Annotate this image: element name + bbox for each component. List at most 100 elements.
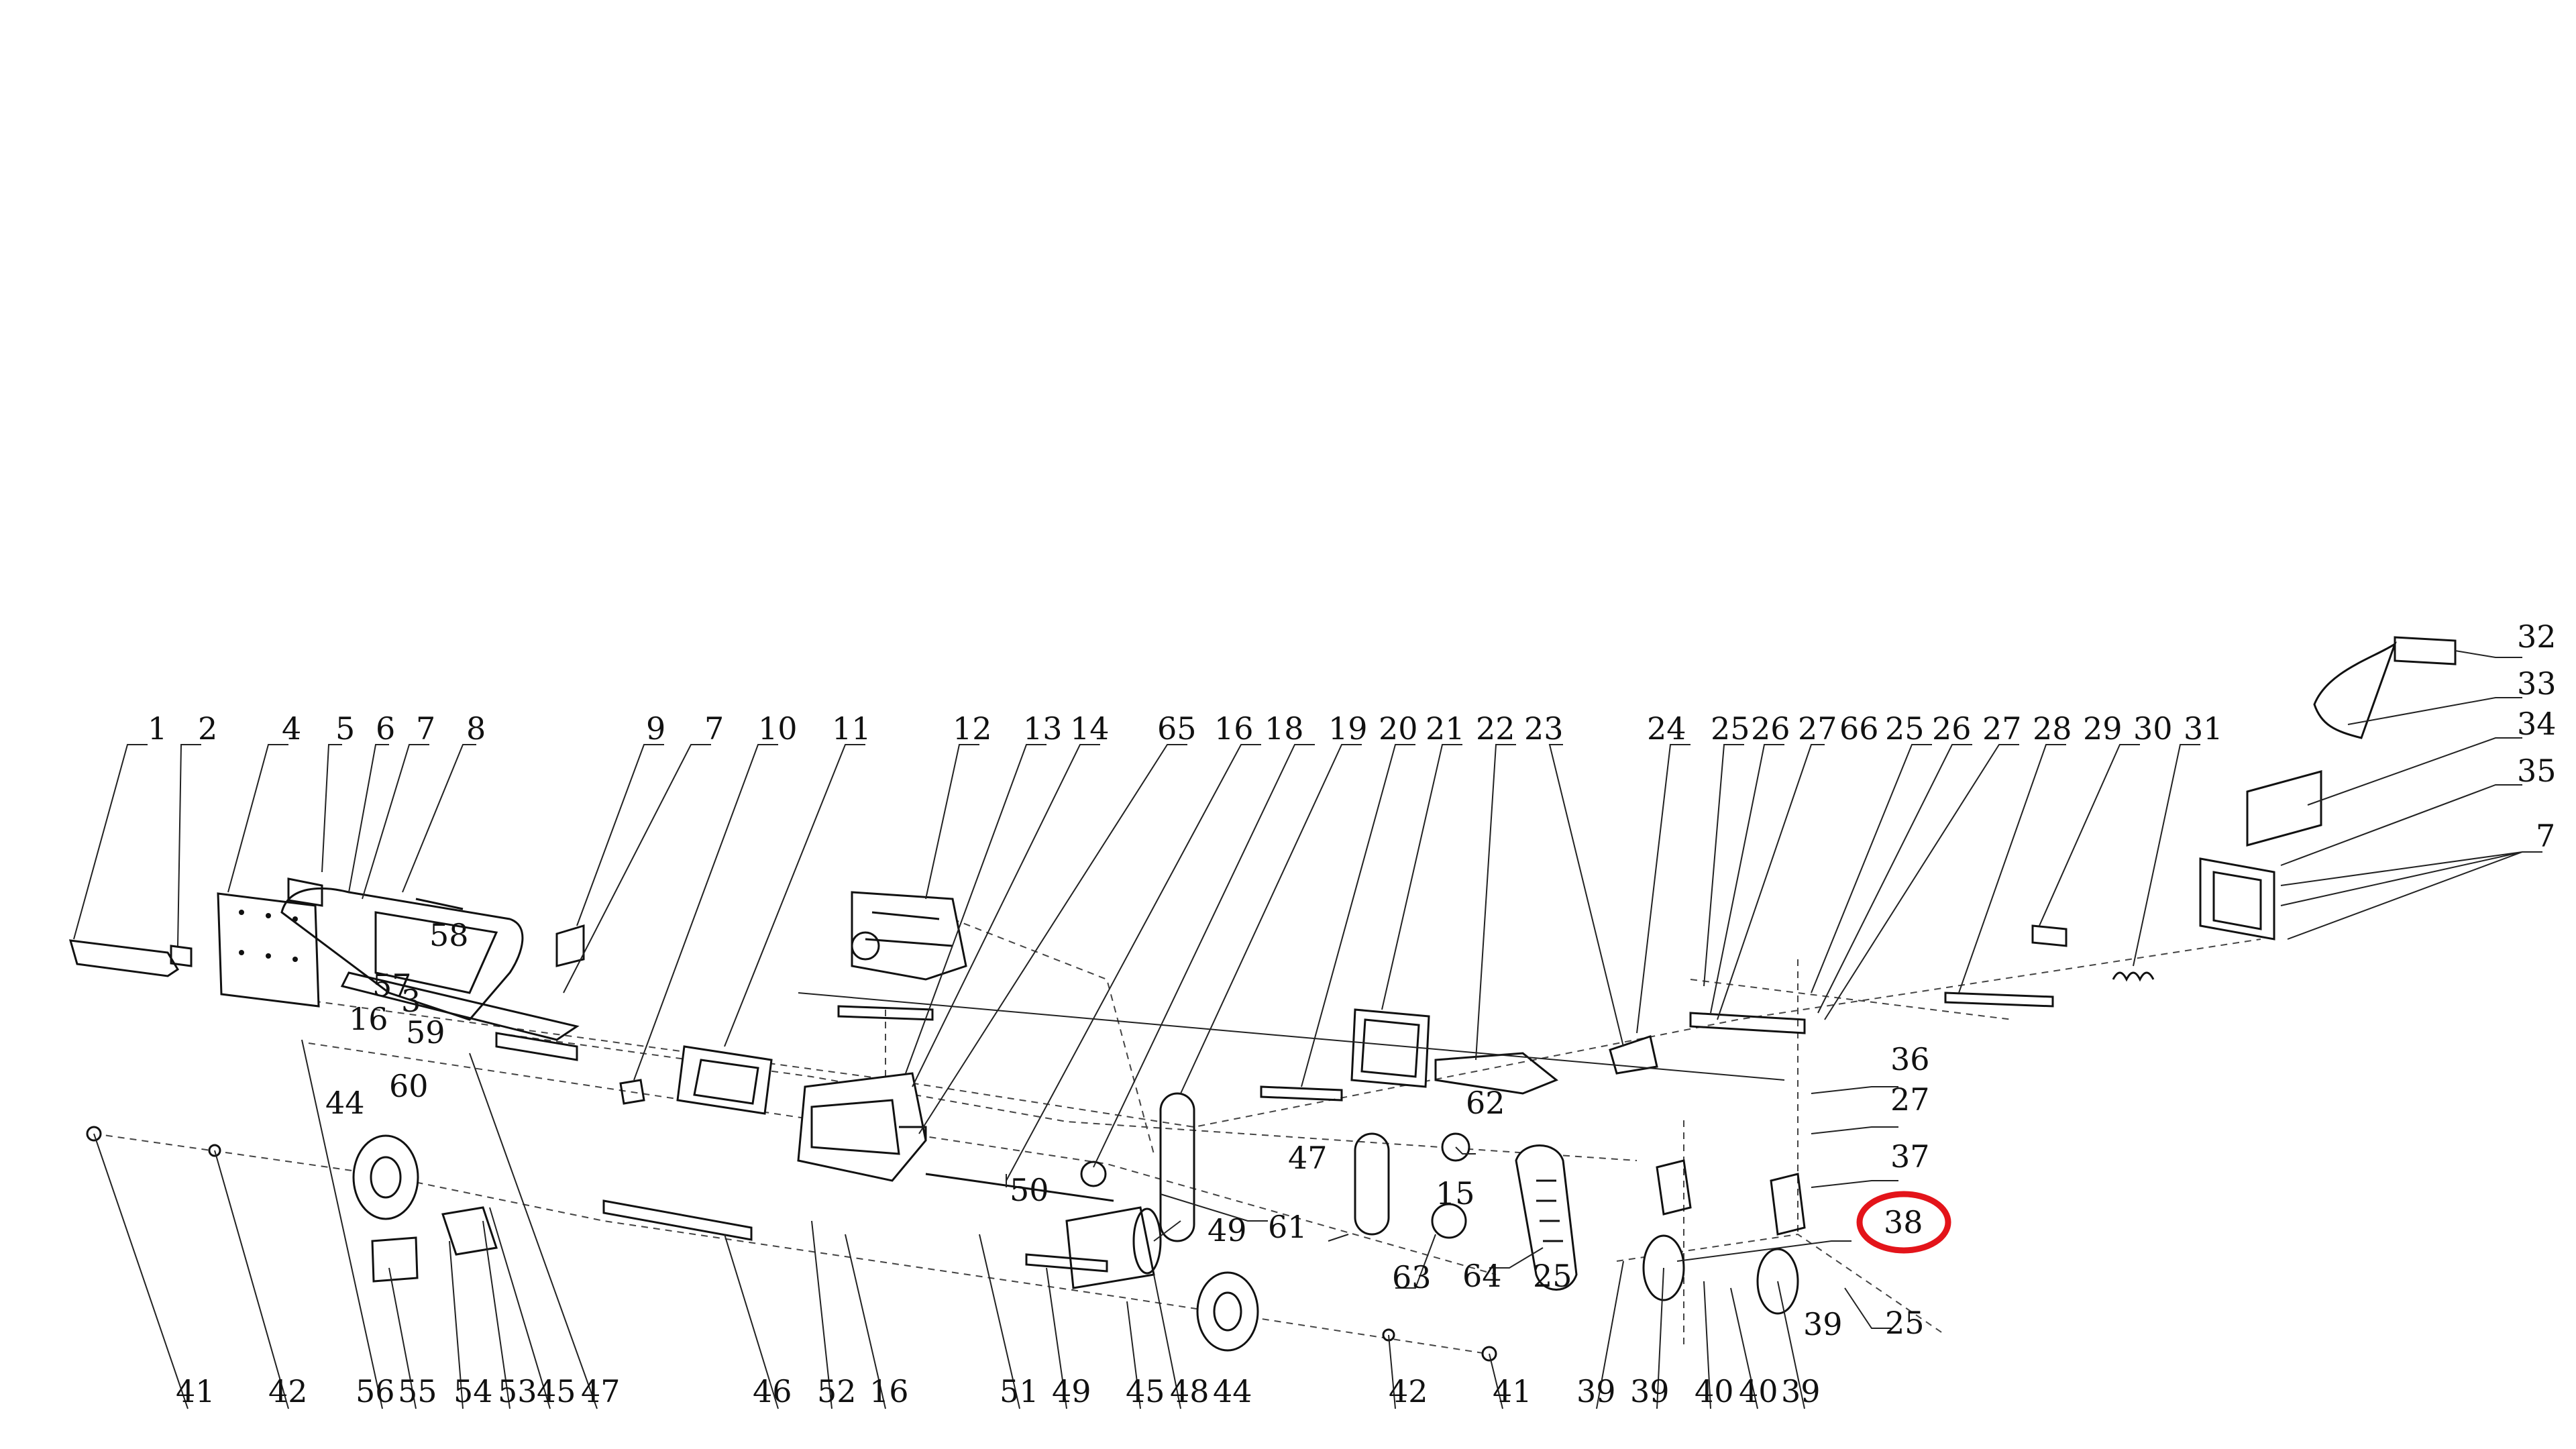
callout-28: 28 [2033,710,2072,747]
callout-18: 18 [1265,710,1304,747]
callout-16c: 16 [869,1373,909,1409]
part-4-guard-plate [217,892,320,1008]
leader-lines [73,650,2542,1409]
callout-36: 36 [1890,1041,1930,1077]
callout-46: 46 [753,1373,792,1409]
part-55-box [371,1236,419,1283]
callout-33: 33 [2517,665,2557,702]
callout-44a: 44 [325,1085,365,1121]
part-16-18-shaft [925,1161,1114,1202]
part-19-belt [1159,1092,1195,1242]
callout-20: 20 [1379,710,1418,747]
callout-64: 64 [1462,1258,1502,1294]
callout-1: 1 [148,710,167,747]
part-2-clip [170,945,193,967]
part-48-hopper-drum [1065,1206,1162,1289]
callout-45a: 45 [537,1373,576,1409]
part-21-screen [1350,1008,1430,1088]
part-38-small-wheel [1642,1234,1799,1315]
callout-13: 13 [1023,710,1063,747]
part-12-engine [837,891,967,1021]
callout-12: 12 [953,710,992,747]
callout-25b: 25 [1885,710,1925,747]
part-30-latch [2031,924,2068,947]
callout-16b: 16 [349,1001,388,1037]
callout-39c: 39 [1630,1373,1670,1409]
callout-58: 58 [429,917,469,953]
callout-41a: 41 [176,1373,215,1409]
callout-7c: 7 [2536,818,2555,854]
part-8-handle-frame [280,887,580,1061]
callout-47a: 47 [1288,1140,1328,1176]
callout-40b: 40 [1739,1373,1778,1409]
callout-15: 15 [1436,1175,1475,1212]
callout-24: 24 [1647,710,1686,747]
part-29-stand [1944,991,2054,1008]
callout-3: 3 [401,983,421,1019]
part-28-axle-bar [1689,1012,1806,1034]
callout-41b: 41 [1493,1373,1532,1409]
callout-62: 62 [1466,1085,1505,1121]
callout-37: 37 [1890,1138,1930,1175]
callout-59: 59 [406,1014,445,1051]
callout-32: 32 [2517,619,2557,655]
callout-27a: 27 [1798,710,1837,747]
callout-19: 19 [1328,710,1368,747]
callout-35: 35 [2517,753,2557,789]
callout-9: 9 [646,710,665,747]
callout-60: 60 [389,1068,429,1104]
callout-50: 50 [1010,1172,1049,1208]
part-46-main-axle [602,1199,753,1241]
callout-66: 66 [1839,710,1879,747]
callout-38: 38 [1884,1204,1923,1240]
callout-57: 57 [372,967,412,1004]
callout-61: 61 [1268,1209,1307,1245]
callout-45b: 45 [1126,1373,1165,1409]
part-32-35-discharge-chute [2199,636,2457,941]
callout-14: 14 [1070,710,1110,747]
callout-42b: 42 [1389,1373,1428,1409]
callout-55: 55 [398,1373,437,1409]
callout-63: 63 [1392,1259,1432,1295]
callout-2: 2 [198,710,217,747]
part-5-6-clamp [287,877,323,907]
callout-51: 51 [1000,1373,1039,1409]
callout-11: 11 [832,710,871,747]
part-13-14-chipper-housing [797,1072,927,1182]
callout-34: 34 [2517,706,2557,742]
callout-52: 52 [817,1373,857,1409]
callout-6: 6 [376,710,395,747]
part-53-54-support [441,1206,498,1256]
part-49-rail [1025,1253,1108,1273]
callout-31: 31 [2184,710,2223,747]
callout-39a: 39 [1803,1306,1843,1342]
part-64-belt-guard [1515,1144,1578,1291]
callout-47b: 47 [581,1373,621,1409]
callout-48: 48 [1170,1373,1210,1409]
highlight-circle-38 [1856,1191,1951,1254]
callout-39d: 39 [1781,1373,1821,1409]
part-9-tab [555,924,585,967]
part-20-tray [1260,1085,1343,1102]
callout-49b: 49 [1052,1373,1091,1409]
part-31-spring [2112,971,2155,982]
callout-26a: 26 [1751,710,1790,747]
part-37-wheel-bracket [1656,1159,1806,1236]
callout-7b: 7 [704,710,724,747]
callout-25d: 25 [1885,1305,1925,1341]
callout-30: 30 [2133,710,2173,747]
callout-4: 4 [282,710,301,747]
callout-26b: 26 [1932,710,1972,747]
callout-40a: 40 [1695,1373,1734,1409]
part-10-bolt [619,1079,645,1105]
callout-21: 21 [1426,710,1465,747]
callout-23: 23 [1524,710,1564,747]
callout-25c: 25 [1533,1258,1572,1294]
part-11-plate [676,1045,773,1115]
callout-7a: 7 [416,710,435,747]
callout-16a: 16 [1214,710,1254,747]
callout-8: 8 [466,710,486,747]
callout-27c: 27 [1890,1081,1930,1118]
callout-49a: 49 [1208,1212,1247,1248]
